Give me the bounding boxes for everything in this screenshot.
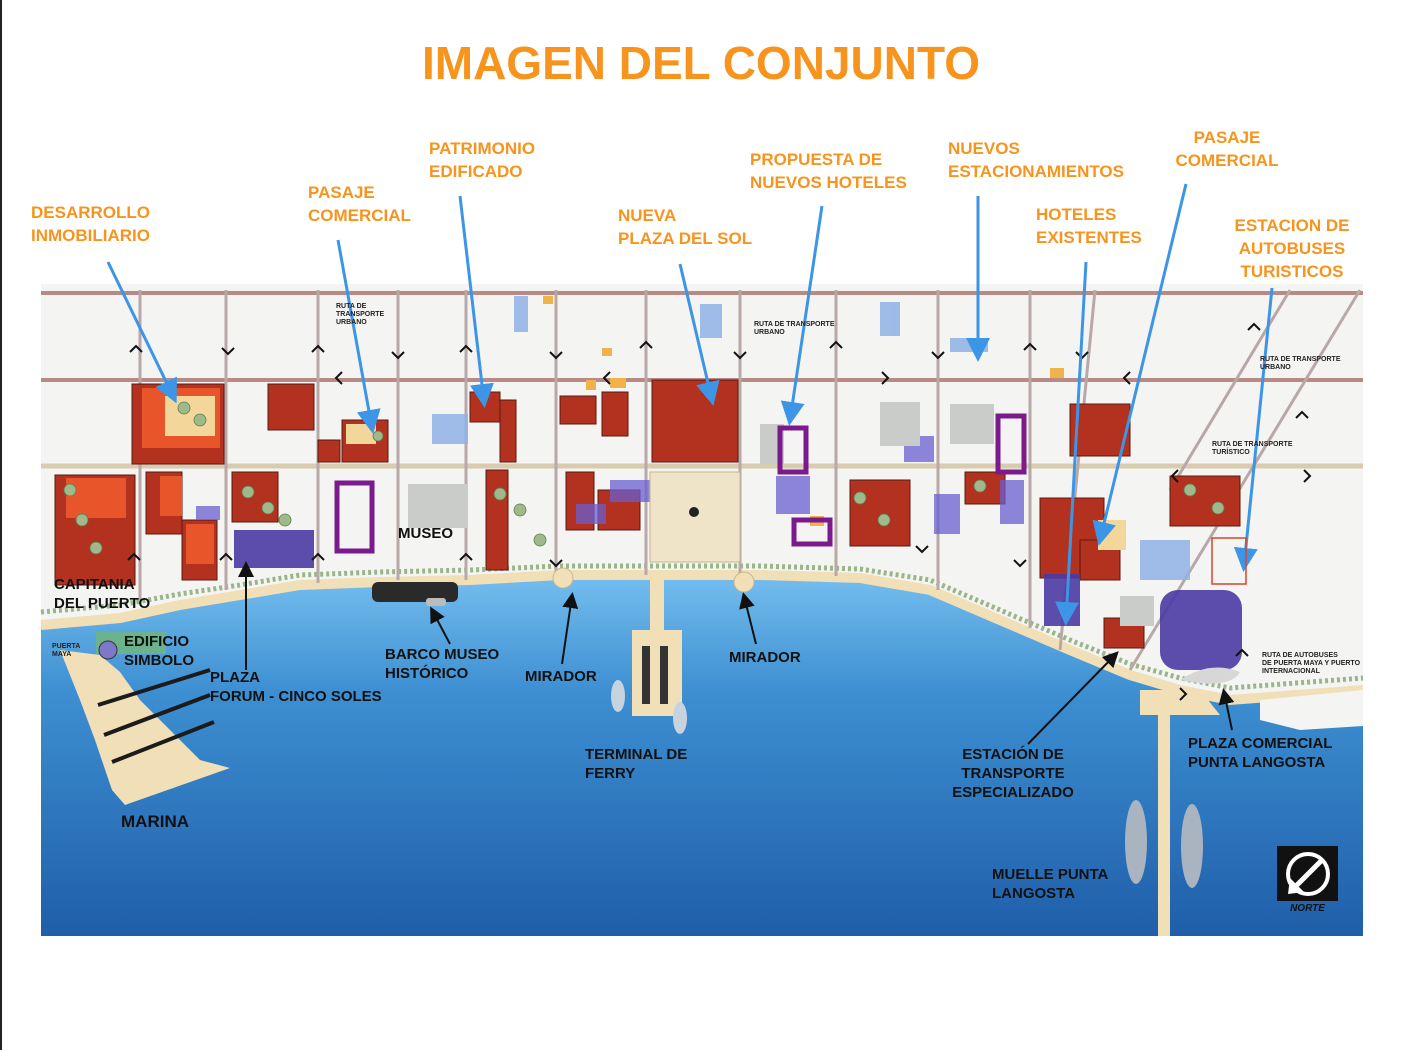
- label-desarrollo-inmobiliario: DESARROLLO INMOBILIARIO: [31, 203, 150, 245]
- label-hoteles-existentes: HOTELES EXISTENTES: [1036, 205, 1142, 247]
- label-ruta-urbano-1: RUTA DE TRANSPORTE URBANO: [336, 303, 385, 326]
- page-title: IMAGEN DEL CONJUNTO: [421, 37, 981, 89]
- label-ruta-urbano-3: RUTA DE TRANSPORTE URBANO: [1260, 356, 1341, 371]
- label-estacion-transporte: ESTACIÓN DE TRANSPORTE ESPECIALIZADO: [952, 746, 1074, 801]
- label-muelle: MUELLE PUNTA LANGOSTA: [992, 866, 1109, 902]
- pointer-arrows-black: [238, 561, 1235, 745]
- pointer-arrows: [106, 183, 1274, 626]
- label-pasaje-comercial-1: PASAJE COMERCIAL: [308, 183, 411, 225]
- compass-label: NORTE: [1290, 903, 1325, 914]
- plazas-violet: [234, 530, 1242, 670]
- label-patrimonio-edificado: PATRIMONIO EDIFICADO: [429, 139, 536, 181]
- plaza-del-sol: [649, 471, 741, 563]
- barco-museo: [372, 582, 458, 602]
- ferry-pier: [650, 578, 664, 630]
- label-museo: MUSEO: [398, 525, 454, 542]
- label-nuevos-estacionamientos: NUEVOS ESTACIONAMIENTOS: [948, 139, 1124, 181]
- label-plaza-forum: PLAZA FORUM - CINCO SOLES: [210, 669, 382, 705]
- page-border: [0, 0, 2, 1050]
- malecon: [40, 570, 1364, 706]
- traffic-chevrons: [127, 322, 1312, 701]
- label-terminal-ferry: TERMINAL DE FERRY: [585, 746, 688, 782]
- label-marina: MARINA: [121, 812, 189, 831]
- label-plaza-comercial: PLAZA COMERCIAL PUNTA LANGOSTA: [1188, 735, 1333, 771]
- mirador-2: [733, 571, 755, 593]
- label-capitania: CAPITANIA DEL PUERTO: [54, 576, 151, 612]
- label-ruta-turistico: RUTA DE TRANSPORTE TURÍSTICO: [1212, 441, 1293, 456]
- label-mirador-1: MIRADOR: [525, 668, 597, 685]
- label-pasaje-comercial-2: PASAJE COMERCIAL: [1175, 128, 1279, 170]
- marina: [60, 650, 230, 805]
- label-nuevos-hoteles: PROPUESTA DE NUEVOS HOTELES: [750, 150, 907, 192]
- label-estacion-autobuses: ESTACION DE AUTOBUSES TURISTICOS: [1234, 216, 1350, 281]
- north-arrow-icon: [1277, 846, 1338, 901]
- label-ruta-urbano-2: RUTA DE TRANSPORTE URBANO: [754, 321, 835, 336]
- label-puerta-maya: PUERTA MAYA: [52, 643, 81, 658]
- label-mirador-2: MIRADOR: [729, 649, 801, 666]
- label-ruta-autobuses: RUTA DE AUTOBUSES DE PUERTA MAYA Y PUERT…: [1262, 652, 1361, 675]
- edificio-simbolo: [98, 640, 118, 660]
- mirador-1: [552, 567, 574, 589]
- label-barco-museo: BARCO MUSEO HISTÓRICO: [385, 646, 500, 682]
- muelle-punta-langosta: [1158, 700, 1170, 936]
- label-edificio-simbolo: EDIFICIO SIMBOLO: [124, 633, 194, 669]
- proposal-highlights: [334, 413, 1027, 554]
- label-nueva-plaza-del-sol: NUEVA PLAZA DEL SOL: [618, 206, 753, 248]
